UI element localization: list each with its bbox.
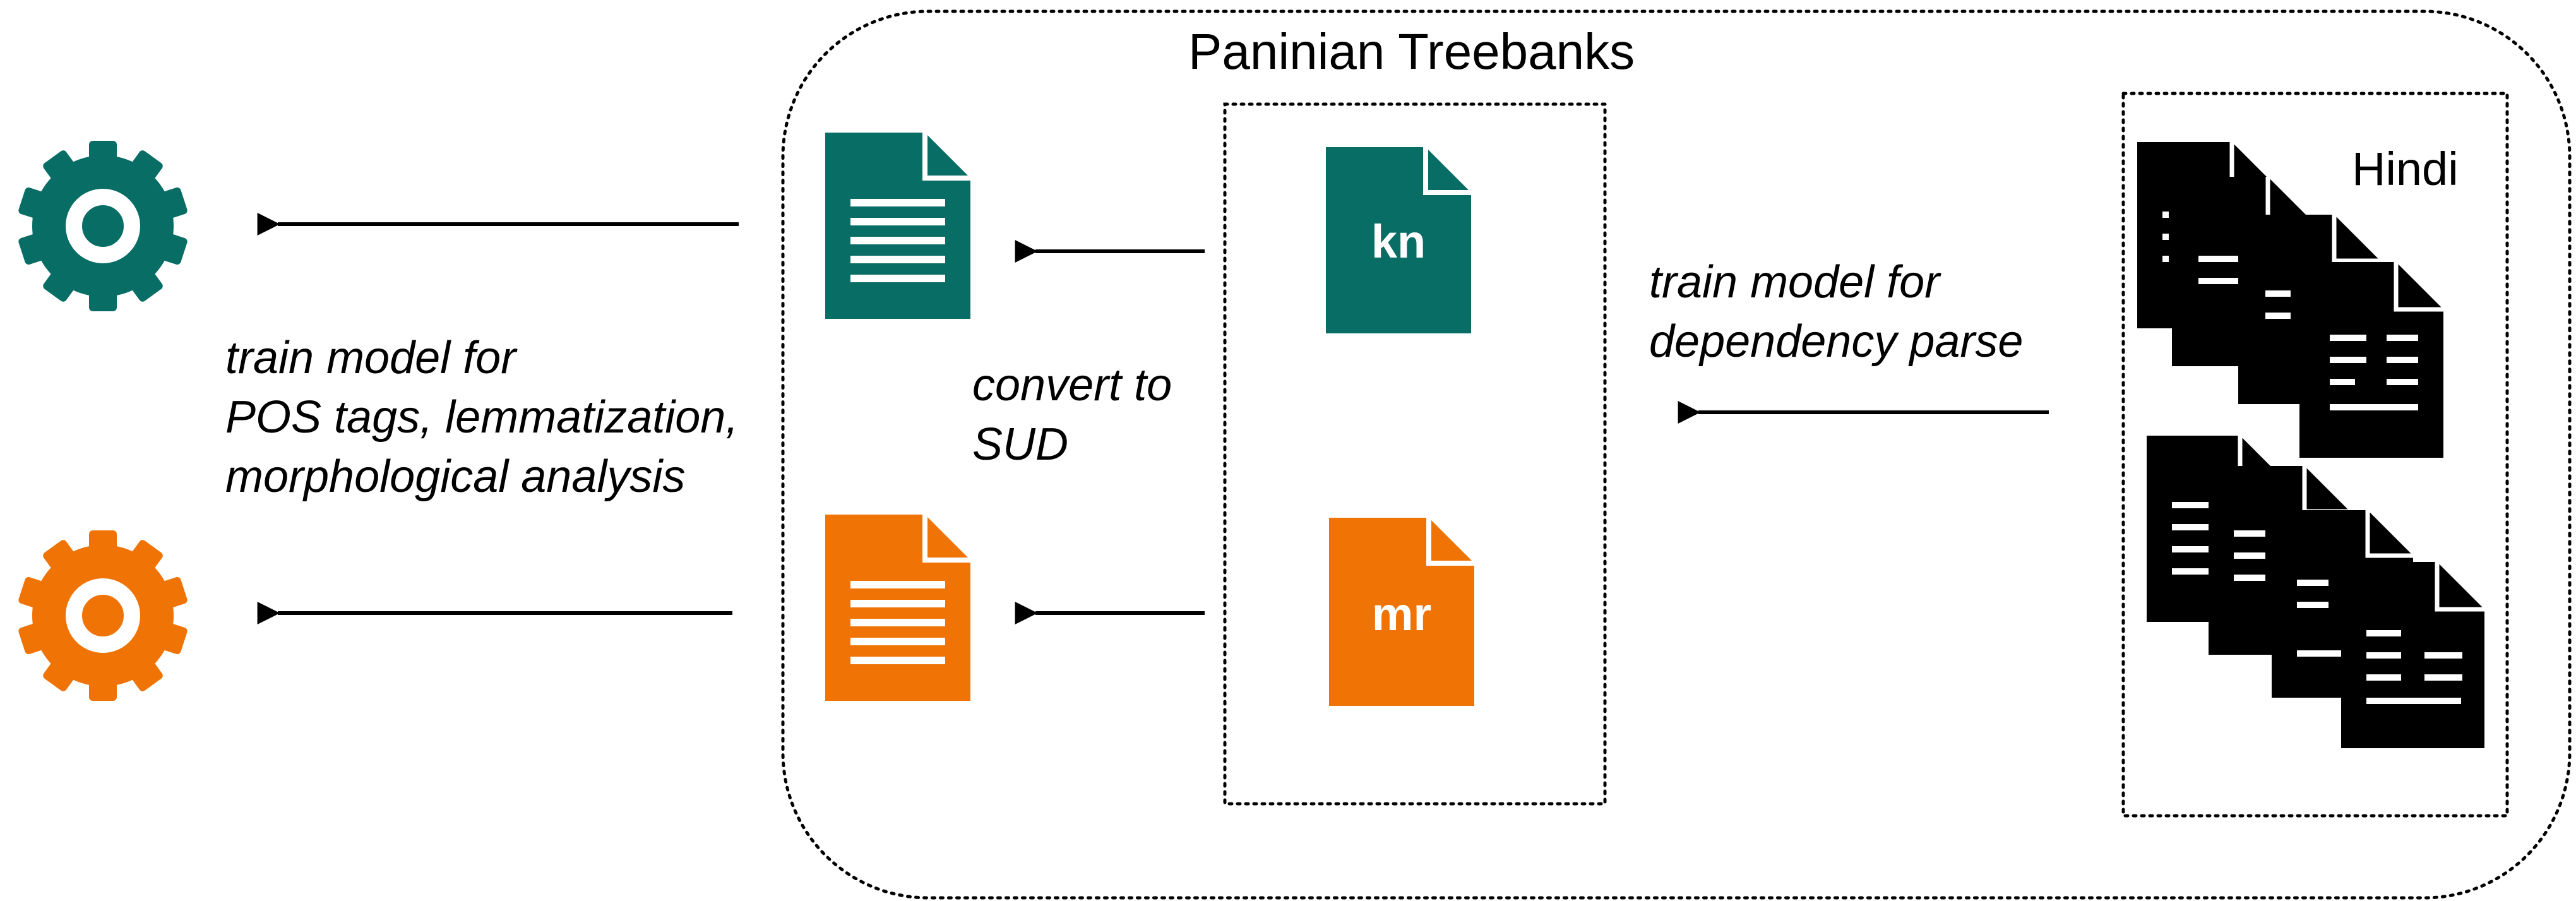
caption-line: train model for (1649, 257, 1940, 307)
language-files-box (1223, 102, 1607, 806)
mr-file-label: mr (1371, 588, 1432, 640)
hindi-label: Hindi (2352, 143, 2459, 195)
caption-line: morphological analysis (225, 451, 686, 502)
gear-icon (18, 141, 188, 311)
file-icon (1326, 147, 1471, 333)
document-icon (2341, 562, 2484, 748)
file-icon (1329, 518, 1474, 706)
caption-line: SUD (972, 419, 1069, 470)
caption-line: convert to (972, 360, 1172, 410)
treebanks-container (781, 9, 2572, 900)
left-caption: train model for POS tags, lemmatization,… (225, 328, 738, 506)
diagram-title: Paninian Treebanks (1188, 23, 1635, 80)
hindi-documents-lower (2147, 436, 2484, 748)
document-icon (825, 133, 970, 319)
convert-caption: convert to SUD (972, 355, 1172, 474)
hindi-box (2121, 92, 2509, 818)
hindi-documents-upper (2137, 142, 2443, 458)
caption-line: POS tags, lemmatization, (225, 392, 739, 443)
document-icon (2299, 262, 2443, 458)
gear-icon (18, 530, 188, 701)
caption-line: dependency parse (1649, 316, 2024, 367)
right-caption: train model for dependency parse (1649, 253, 2023, 371)
document-icon (825, 515, 970, 701)
caption-line: train model for (225, 333, 516, 383)
kn-file-label: kn (1371, 215, 1426, 268)
